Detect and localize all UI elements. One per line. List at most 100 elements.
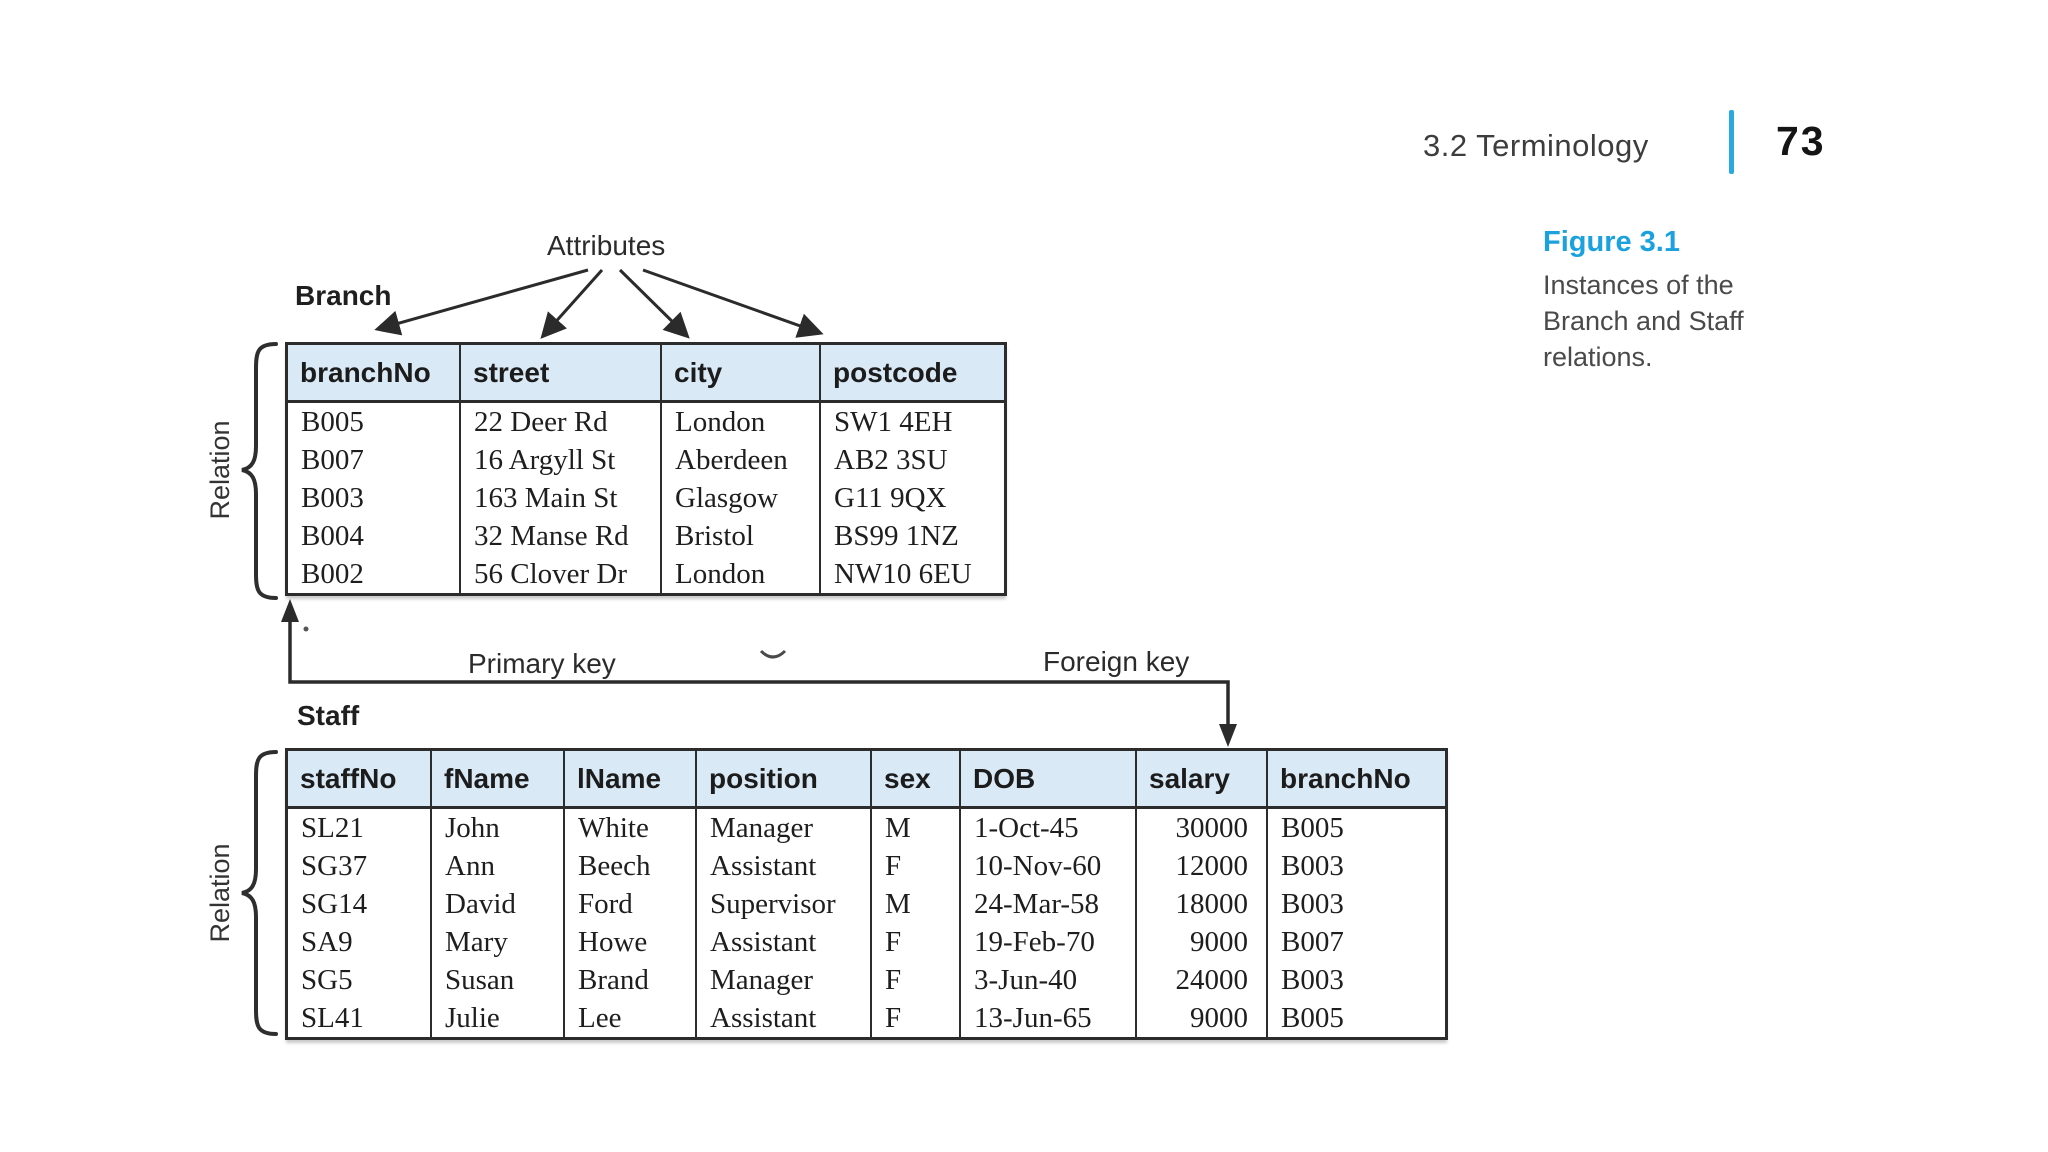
table-cell: AB2 3SU	[834, 444, 948, 476]
branch-relation-brace	[241, 342, 278, 600]
table-cell: 56 Clover Dr	[460, 555, 662, 595]
table-cell: Ann	[431, 847, 565, 885]
table-cell: B005	[1281, 1002, 1344, 1034]
table-cell: David	[431, 885, 565, 923]
table-cell: London	[661, 401, 821, 441]
table-cell: Howe	[564, 923, 697, 961]
table-cell: 1-Oct-45	[960, 807, 1137, 847]
table-cell: 9000	[1136, 923, 1268, 961]
table-cell: London	[661, 555, 821, 595]
table-cell: 16 Argyll St	[460, 441, 662, 479]
table-cell: F	[871, 961, 961, 999]
table-cell: Glasgow	[661, 479, 821, 517]
table-cell: SG37	[286, 847, 432, 885]
table-cell: M	[871, 885, 961, 923]
table-cell: 32 Manse Rd	[460, 517, 662, 555]
table-cell: 10-Nov-60	[960, 847, 1137, 885]
table-cell: M	[871, 807, 961, 847]
table-cell: SL41	[286, 999, 432, 1039]
header-divider-bar	[1729, 110, 1734, 174]
foreign-key-arrowhead	[1219, 724, 1237, 747]
table-cell: 13-Jun-65	[960, 999, 1137, 1039]
table-cell: F	[871, 847, 961, 885]
table-cell: 22 Deer Rd	[460, 401, 662, 441]
column-header-lName: lName	[564, 749, 697, 809]
table-cell: Manager	[696, 807, 872, 847]
table-cell: 163 Main St	[460, 479, 662, 517]
table-cell: SA9	[286, 923, 432, 961]
stray-dot-mark	[303, 626, 309, 632]
section-heading: 3.2 Terminology	[1423, 128, 1649, 163]
table-cell: 19-Feb-70	[960, 923, 1137, 961]
table-cell: Julie	[431, 999, 565, 1039]
branch-relation-label: Relation	[204, 420, 235, 520]
figure-caption-line: relations.	[1543, 342, 1653, 372]
column-header-fName: fName	[431, 749, 565, 809]
table-cell: SW1 4EH	[834, 406, 953, 438]
column-header-branchNo: branchNo	[286, 343, 461, 403]
table-cell: B003	[1281, 964, 1344, 996]
table-cell: BS99 1NZ	[834, 520, 959, 552]
staff-relation-name: Staff	[297, 700, 360, 731]
table-cell: B007	[286, 441, 461, 479]
column-header-staffNo: staffNo	[286, 749, 432, 809]
table-cell: F	[871, 999, 961, 1039]
table-cell: B002	[286, 555, 461, 595]
table-cell: B003	[1281, 850, 1344, 882]
table-cell: 30000	[1136, 807, 1268, 847]
table-cell: B003	[286, 479, 461, 517]
figure-caption: Figure 3.1 Instances of the Branch and S…	[1543, 226, 1843, 375]
table-cell: 3-Jun-40	[960, 961, 1137, 999]
primary-key-label: Primary key	[468, 648, 616, 679]
table-cell: Ford	[564, 885, 697, 923]
attributes-label: Attributes	[547, 230, 666, 261]
table-cell: B005	[286, 401, 461, 441]
table-cell: Aberdeen	[661, 441, 821, 479]
column-header-branchNo: branchNo	[1267, 749, 1447, 809]
table-cell: Supervisor	[696, 885, 872, 923]
column-header-position: position	[696, 749, 872, 809]
attribute-arrow-postcode	[642, 268, 824, 338]
column-header-street: street	[460, 343, 662, 403]
table-cell: Bristol	[661, 517, 821, 555]
table-cell: SG5	[286, 961, 432, 999]
table-cell: 9000	[1136, 999, 1268, 1039]
table-cell: 24-Mar-58	[960, 885, 1137, 923]
column-header-city: city	[661, 343, 821, 403]
foreign-key-label: Foreign key	[1043, 646, 1190, 677]
table-cell: White	[564, 807, 697, 847]
table-cell: B007	[1281, 926, 1344, 958]
table-cell: 18000	[1136, 885, 1268, 923]
table-cell: SG14	[286, 885, 432, 923]
table-cell: B004	[286, 517, 461, 555]
attribute-arrow-branchNo	[374, 268, 589, 336]
table-cell: SL21	[286, 807, 432, 847]
figure-caption-line: Branch and Staff	[1543, 306, 1744, 336]
branch-relation-name: Branch	[295, 280, 392, 311]
table-cell: NW10 6EU	[834, 558, 972, 590]
primary-key-arrowhead	[281, 599, 299, 622]
column-header-sex: sex	[871, 749, 961, 809]
staff-relation-label: Relation	[204, 843, 235, 943]
table-cell: G11 9QX	[834, 482, 947, 514]
table-cell: Brand	[564, 961, 697, 999]
figure-caption-line: Instances of the	[1543, 270, 1734, 300]
table-cell: Assistant	[696, 847, 872, 885]
table-cell: John	[431, 807, 565, 847]
breve-mark	[759, 649, 787, 659]
table-cell: Lee	[564, 999, 697, 1039]
attribute-arrow-city	[618, 268, 690, 339]
